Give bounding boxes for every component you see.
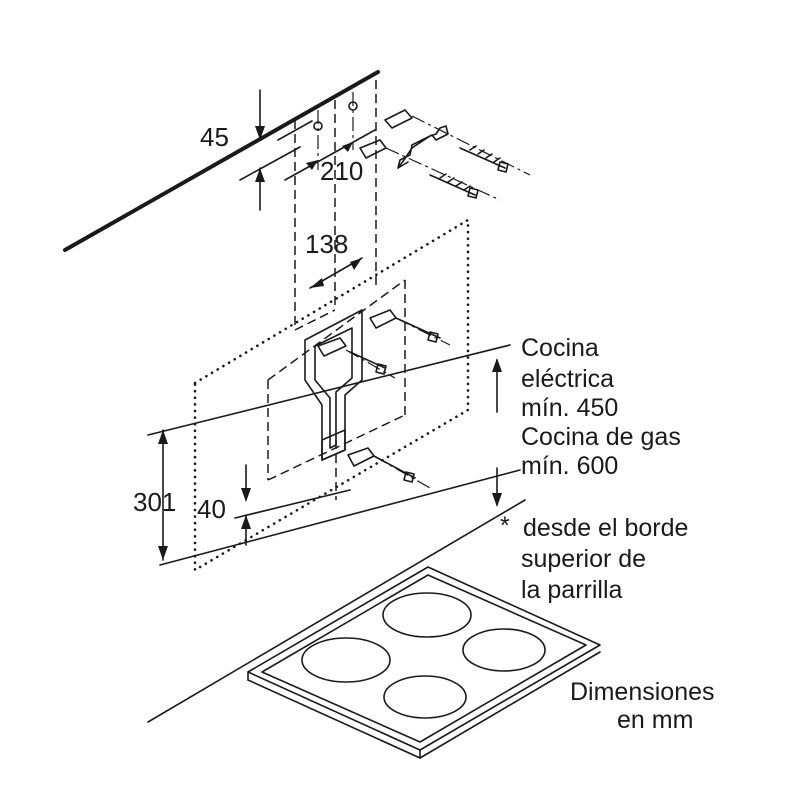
dimension-138 bbox=[309, 257, 363, 289]
units-line2: en mm bbox=[617, 706, 693, 734]
dimension-301-label: 301 bbox=[133, 487, 176, 517]
countertop-edge bbox=[147, 499, 526, 723]
burner-back bbox=[382, 592, 472, 638]
clearance-electric-line1: Cocina bbox=[521, 334, 599, 362]
units-line1: Dimensiones bbox=[570, 678, 715, 706]
clearance-gas-line1: Cocina de gas bbox=[521, 423, 681, 451]
dimension-40-label: 40 bbox=[197, 494, 226, 524]
reference-line-40 bbox=[234, 489, 351, 519]
dimension-45-label: 45 bbox=[200, 122, 229, 152]
footnote-marker: * bbox=[500, 512, 510, 540]
burner-front bbox=[383, 675, 467, 719]
footnote-line2: superior de bbox=[521, 545, 646, 573]
middle-screw-2 bbox=[317, 337, 396, 379]
burner-right bbox=[462, 628, 546, 672]
dimension-210-label: 210 bbox=[320, 156, 363, 186]
reference-line-low bbox=[159, 469, 521, 566]
canopy-dotted-outline bbox=[193, 217, 470, 573]
dimension-40 bbox=[241, 464, 251, 546]
clearance-gas-line2: mín. 600 bbox=[521, 452, 618, 480]
clearance-electric-line3: mín. 450 bbox=[521, 394, 618, 422]
clearance-electric-line2: eléctrica bbox=[521, 365, 614, 393]
top-screw-2 bbox=[359, 139, 501, 201]
chimney-outline-upper bbox=[294, 80, 377, 331]
middle-screw-1 bbox=[369, 309, 451, 346]
clearance-dimension bbox=[492, 358, 502, 507]
top-screw-1 bbox=[384, 109, 531, 176]
lower-screw bbox=[347, 447, 431, 489]
hob bbox=[247, 566, 601, 759]
top-wall-bracket bbox=[397, 125, 449, 169]
burner-left bbox=[301, 637, 391, 683]
dimension-301 bbox=[158, 429, 168, 561]
dimension-210 bbox=[284, 129, 376, 181]
dimension-45 bbox=[239, 89, 313, 211]
footnote-line3: la parrilla bbox=[521, 576, 623, 604]
dimension-138-label: 138 bbox=[305, 229, 348, 259]
hood-bracket bbox=[304, 309, 363, 461]
ceiling-line bbox=[63, 70, 380, 252]
chimney-outline-lower bbox=[267, 279, 406, 500]
footnote-line1: desde el borde bbox=[523, 514, 688, 542]
reference-line-mid bbox=[147, 344, 511, 436]
upper-hole-left bbox=[313, 121, 323, 131]
upper-hole-right bbox=[348, 101, 358, 111]
